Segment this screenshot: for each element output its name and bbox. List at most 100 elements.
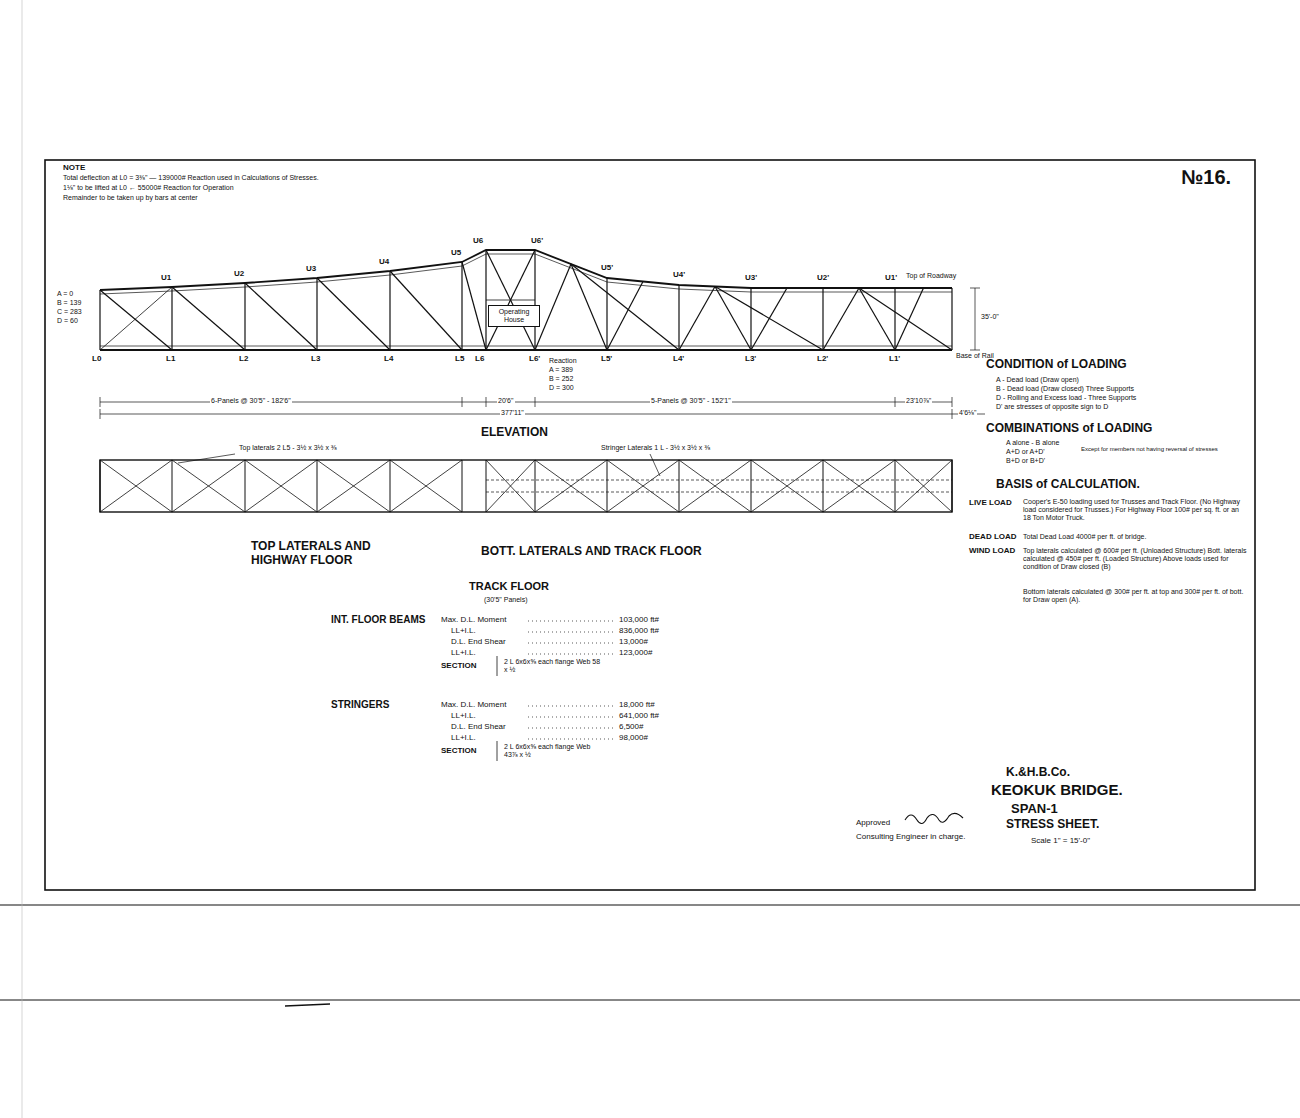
drawing-label: U1 bbox=[160, 273, 172, 282]
drawing-label: BASIS of CALCULATION. bbox=[995, 478, 1141, 492]
sheet-title: KEOKUK BRIDGE. bbox=[990, 781, 1124, 798]
drawing-label: 2 L 6x6x⅝ each flange Web 58 x ½ bbox=[503, 658, 605, 674]
drawing-label: L1 bbox=[165, 354, 176, 363]
drawing-label: SECTION bbox=[440, 661, 478, 670]
drawing-label: U5' bbox=[600, 263, 614, 272]
drawing-label: (30'5" Panels) bbox=[483, 596, 529, 604]
drawing-label: L0 bbox=[91, 354, 102, 363]
drawing-label: DEAD LOAD bbox=[968, 532, 1018, 541]
drawing-label: A = 389 bbox=[548, 366, 574, 374]
drawing-label: L3' bbox=[744, 354, 757, 363]
drawing-label: SECTION bbox=[440, 746, 478, 755]
drawing-label: L4 bbox=[383, 354, 394, 363]
drawing-label: U2 bbox=[233, 269, 245, 278]
drawing-label: STRESS SHEET. bbox=[1005, 818, 1100, 832]
drawing-label: C = 283 bbox=[56, 308, 83, 316]
drawing-label: Top laterals 2 L5 - 3½ x 3½ x ⅜ bbox=[238, 444, 338, 452]
drawing-label: L1' bbox=[888, 354, 901, 363]
drawing-label: Total Dead Load 4000# per ft. of bridge. bbox=[1022, 533, 1249, 541]
drawing-label: 6,500# bbox=[618, 722, 644, 731]
drawing-label: Top laterals calculated @ 600# per ft. (… bbox=[1022, 547, 1249, 571]
drawing-label: 18,000 ft# bbox=[618, 700, 656, 709]
drawing-label: 2 L 6x6x⅝ each flange Web 43⅞ x ½ bbox=[503, 743, 605, 759]
drawing-label: U4' bbox=[672, 270, 686, 279]
drawing-label: U3' bbox=[744, 273, 758, 282]
drawing-label: Bottom laterals calculated @ 300# per ft… bbox=[1022, 588, 1249, 604]
signature bbox=[905, 813, 963, 823]
drawing-label: 641,000 ft# bbox=[618, 711, 660, 720]
drawing-label: D.L. End Shear bbox=[450, 722, 507, 731]
drawing-label: B = 139 bbox=[56, 299, 82, 307]
table-leaders bbox=[497, 621, 614, 761]
drawing-label: Total deflection at L0 = 3⅜" — 139000# R… bbox=[62, 174, 320, 182]
drawing-label: 5-Panels @ 30'5" - 152'1" bbox=[650, 397, 732, 405]
drawing-label: B - Dead load (Draw closed) Three Suppor… bbox=[995, 385, 1135, 393]
drawing-label: LL+I.L. bbox=[450, 648, 477, 657]
drawing-label: Max. D.L. Moment bbox=[440, 615, 507, 624]
drawing-label: U3 bbox=[305, 264, 317, 273]
drawing-label: LL+I.L. bbox=[450, 733, 477, 742]
dimension-lines bbox=[100, 397, 985, 419]
drawing-label: U2' bbox=[816, 273, 830, 282]
drawing-label: 123,000# bbox=[618, 648, 653, 657]
drawing-label: BOTT. LATERALS AND TRACK FLOOR bbox=[480, 545, 703, 559]
drawing-label: №16. bbox=[1180, 166, 1232, 189]
drawing-label: 13,000# bbox=[618, 637, 649, 646]
drawing-label: 836,000 ft# bbox=[618, 626, 660, 635]
drawing-label: CONDITION of LOADING bbox=[985, 358, 1128, 372]
drawing-label: L4' bbox=[672, 354, 685, 363]
drawing-label: 98,000# bbox=[618, 733, 649, 742]
drawing-label: D - Rolling and Excess load - Three Supp… bbox=[995, 394, 1137, 402]
drawing-label: Except for members not having reversal o… bbox=[1080, 446, 1222, 453]
drawing-label: LIVE LOAD bbox=[968, 498, 1013, 507]
drawing-label: D' are stresses of opposite sign to D bbox=[995, 403, 1109, 411]
drawing-label: STRINGERS bbox=[330, 699, 390, 711]
drawing-label: 23'10⅞" bbox=[905, 397, 932, 405]
drawing-label: NOTE bbox=[62, 163, 86, 172]
drawing-label: L2' bbox=[816, 354, 829, 363]
drawing-label: 6-Panels @ 30'5" - 182'6" bbox=[210, 397, 292, 405]
drawing-label: 1⅛" to be lifted at L0 ← 55000# Reaction… bbox=[62, 184, 235, 192]
drawing-label: LL+I.L. bbox=[450, 626, 477, 635]
drawing-label: Top of Roadway bbox=[905, 272, 957, 280]
operating-house-box: Operating House bbox=[488, 305, 540, 327]
drawing-label: D = 60 bbox=[56, 317, 79, 325]
drawing-label: D.L. End Shear bbox=[450, 637, 507, 646]
drawing-label: L5 bbox=[454, 354, 465, 363]
drawing-label: Approved bbox=[855, 818, 891, 827]
drawing-label: SPAN-1 bbox=[1010, 802, 1059, 817]
drawing-label: U5 bbox=[450, 248, 462, 257]
drawing-label: L6 bbox=[474, 354, 485, 363]
drawing-label: Consulting Engineer in charge. bbox=[855, 832, 966, 841]
drawing-label: U4 bbox=[378, 257, 390, 266]
drawing-label: L3 bbox=[310, 354, 321, 363]
drawing-label: Cooper's E-50 loading used for Trusses a… bbox=[1022, 498, 1249, 522]
drawing-label: L6' bbox=[528, 354, 541, 363]
drawing-label: INT. FLOOR BEAMS bbox=[330, 614, 426, 626]
drawing-label: LL+I.L. bbox=[450, 711, 477, 720]
drawing-label: A+D or A+D' bbox=[1005, 448, 1046, 456]
drawing-label: Remainder to be taken up by bars at cent… bbox=[62, 194, 199, 202]
lateral-plan bbox=[100, 454, 952, 512]
drawing-label: COMBINATIONS of LOADING bbox=[985, 422, 1153, 436]
drawing-label: A alone - B alone bbox=[1005, 439, 1060, 447]
drawing-label: B+D or B+D' bbox=[1005, 457, 1046, 465]
drawing-label: L5' bbox=[600, 354, 613, 363]
drawing-label: TRACK FLOOR bbox=[468, 580, 550, 593]
drawing-label: Scale 1" = 15'-0" bbox=[1030, 836, 1091, 845]
drawing-label: 377'11" bbox=[500, 409, 525, 417]
drawing-label: TOP LATERALS AND HIGHWAY FLOOR bbox=[250, 540, 412, 568]
drawing-label: A - Dead load (Draw open) bbox=[995, 376, 1080, 384]
drawing-label: U1' bbox=[884, 273, 898, 282]
drawing-label: ELEVATION bbox=[480, 426, 549, 440]
drawing-label: Max. D.L. Moment bbox=[440, 700, 507, 709]
drawing-label: L2 bbox=[238, 354, 249, 363]
node-text: Operating House bbox=[492, 308, 536, 324]
truss-elevation bbox=[100, 250, 980, 350]
drawing-label: K.&H.B.Co. bbox=[1005, 766, 1071, 780]
drawing-label: B = 252 bbox=[548, 375, 574, 383]
drawing-label: Reaction bbox=[548, 357, 578, 365]
drawing-label: 35'-0" bbox=[980, 313, 1000, 321]
